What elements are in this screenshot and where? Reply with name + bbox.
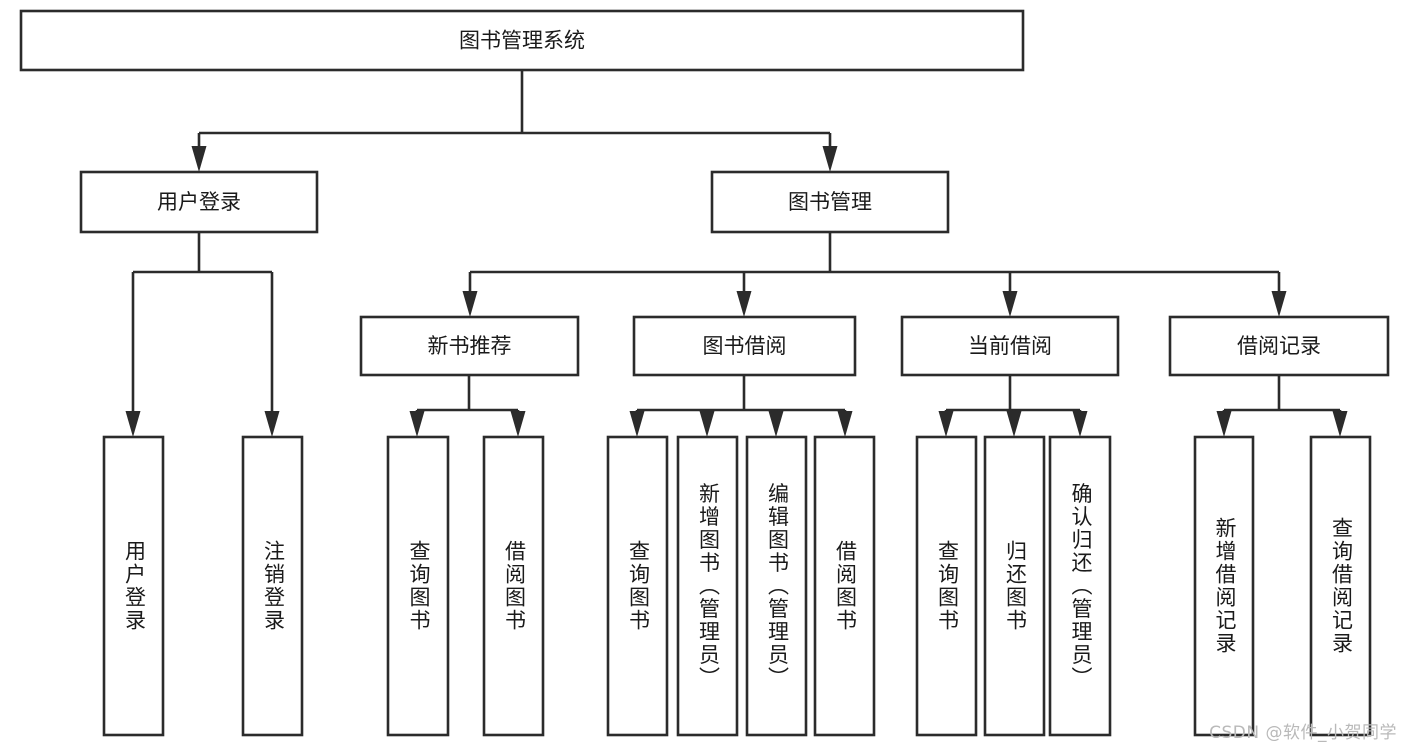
node-book-management[interactable]: 图书管理 <box>710 170 950 234</box>
arrow-to-leaf-borrow-book-2 <box>837 411 853 437</box>
node-label-leaf-add-book: 新增图书（管理员） <box>697 483 721 690</box>
node-label-leaf-borrow-book-2: 借阅图书 <box>834 540 858 632</box>
node-label-leaf-user-logout: 注销登录 <box>262 540 286 632</box>
node-leaf-borrow-book-1[interactable]: 借阅图书 <box>482 435 545 737</box>
node-label-leaf-query-book-2: 查询图书 <box>627 540 651 632</box>
node-label-book-management: 图书管理 <box>788 190 872 214</box>
node-root[interactable]: 图书管理系统 <box>19 9 1025 72</box>
node-current-borrow[interactable]: 当前借阅 <box>900 315 1120 377</box>
node-label-leaf-user-login: 用户登录 <box>123 540 147 632</box>
node-box-root[interactable] <box>19 9 1025 72</box>
node-box-leaf-query-book-2[interactable] <box>606 435 669 737</box>
node-box-leaf-edit-book[interactable] <box>745 435 808 737</box>
node-leaf-query-record[interactable]: 查询借阅记录 <box>1309 435 1372 737</box>
node-label-leaf-query-book-3: 查询图书 <box>936 540 960 632</box>
node-label-leaf-query-book-1: 查询图书 <box>407 540 431 632</box>
node-label-leaf-borrow-book-1: 借阅图书 <box>503 540 527 632</box>
arrow-to-book-management <box>822 146 838 172</box>
node-box-leaf-query-book-1[interactable] <box>386 435 450 737</box>
node-label-borrow-record: 借阅记录 <box>1237 334 1321 358</box>
connectors-layer <box>125 70 1348 437</box>
node-box-leaf-return-book[interactable] <box>983 435 1046 737</box>
node-leaf-borrow-book-2[interactable]: 借阅图书 <box>813 435 876 737</box>
node-leaf-add-book[interactable]: 新增图书（管理员） <box>676 435 739 737</box>
node-label-book-borrow: 图书借阅 <box>703 334 787 358</box>
node-label-user-login: 用户登录 <box>157 190 241 214</box>
node-leaf-query-book-2[interactable]: 查询图书 <box>606 435 669 737</box>
node-book-borrow[interactable]: 图书借阅 <box>632 315 857 377</box>
node-box-current-borrow[interactable] <box>900 315 1120 377</box>
node-borrow-record[interactable]: 借阅记录 <box>1168 315 1390 377</box>
arrow-to-leaf-query-book-3 <box>938 411 954 437</box>
arrow-to-leaf-add-record <box>1216 411 1232 437</box>
node-label-leaf-confirm-return: 确认归还（管理员） <box>1069 483 1093 690</box>
node-leaf-user-login[interactable]: 用户登录 <box>102 435 165 737</box>
node-box-book-borrow[interactable] <box>632 315 857 377</box>
node-box-leaf-add-record[interactable] <box>1193 435 1255 737</box>
arrow-to-leaf-query-book-2 <box>629 411 645 437</box>
arrow-to-leaf-confirm-return <box>1072 411 1088 437</box>
node-leaf-edit-book[interactable]: 编辑图书（管理员） <box>745 435 808 737</box>
node-box-leaf-confirm-return[interactable] <box>1048 435 1112 737</box>
arrow-to-borrow-record <box>1271 291 1287 317</box>
node-label-leaf-query-record: 查询借阅记录 <box>1330 517 1354 655</box>
node-label-new-book-recommend: 新书推荐 <box>428 334 512 358</box>
node-label-root: 图书管理系统 <box>459 29 585 53</box>
arrow-to-leaf-add-book <box>699 411 715 437</box>
node-leaf-query-book-3[interactable]: 查询图书 <box>915 435 978 737</box>
node-label-leaf-return-book: 归还图书 <box>1004 540 1028 632</box>
node-leaf-add-record[interactable]: 新增借阅记录 <box>1193 435 1255 737</box>
arrow-to-book-borrow <box>736 291 752 317</box>
node-box-leaf-add-book[interactable] <box>676 435 739 737</box>
arrow-to-current-borrow <box>1002 291 1018 317</box>
arrow-to-user-login <box>191 146 207 172</box>
node-box-new-book-recommend[interactable] <box>359 315 580 377</box>
node-leaf-confirm-return[interactable]: 确认归还（管理员） <box>1048 435 1112 737</box>
node-box-leaf-borrow-book-2[interactable] <box>813 435 876 737</box>
node-box-leaf-query-record[interactable] <box>1309 435 1372 737</box>
node-box-book-management[interactable] <box>710 170 950 234</box>
arrow-to-leaf-query-record <box>1332 411 1348 437</box>
arrow-to-leaf-query-book-1 <box>409 411 425 437</box>
arrow-to-leaf-borrow-book-1 <box>510 411 526 437</box>
arrow-to-new-book-recommend <box>462 291 478 317</box>
node-leaf-return-book[interactable]: 归还图书 <box>983 435 1046 737</box>
arrow-to-leaf-user-login <box>125 411 141 437</box>
node-new-book-recommend[interactable]: 新书推荐 <box>359 315 580 377</box>
node-box-leaf-query-book-3[interactable] <box>915 435 978 737</box>
node-box-leaf-user-logout[interactable] <box>241 435 304 737</box>
node-box-leaf-user-login[interactable] <box>102 435 165 737</box>
arrow-to-leaf-return-book <box>1006 411 1022 437</box>
nodes-layer: 图书管理系统用户登录图书管理新书推荐图书借阅当前借阅借阅记录用户登录注销登录查询… <box>19 9 1390 737</box>
arrow-to-leaf-edit-book <box>768 411 784 437</box>
node-box-leaf-borrow-book-1[interactable] <box>482 435 545 737</box>
node-label-leaf-edit-book: 编辑图书（管理员） <box>766 483 790 690</box>
node-label-leaf-add-record: 新增借阅记录 <box>1213 517 1237 655</box>
node-box-user-login[interactable] <box>79 170 319 234</box>
arrow-to-leaf-user-logout <box>264 411 280 437</box>
node-user-login[interactable]: 用户登录 <box>79 170 319 234</box>
node-label-current-borrow: 当前借阅 <box>968 334 1052 358</box>
node-box-borrow-record[interactable] <box>1168 315 1390 377</box>
node-leaf-user-logout[interactable]: 注销登录 <box>241 435 304 737</box>
node-leaf-query-book-1[interactable]: 查询图书 <box>386 435 450 737</box>
